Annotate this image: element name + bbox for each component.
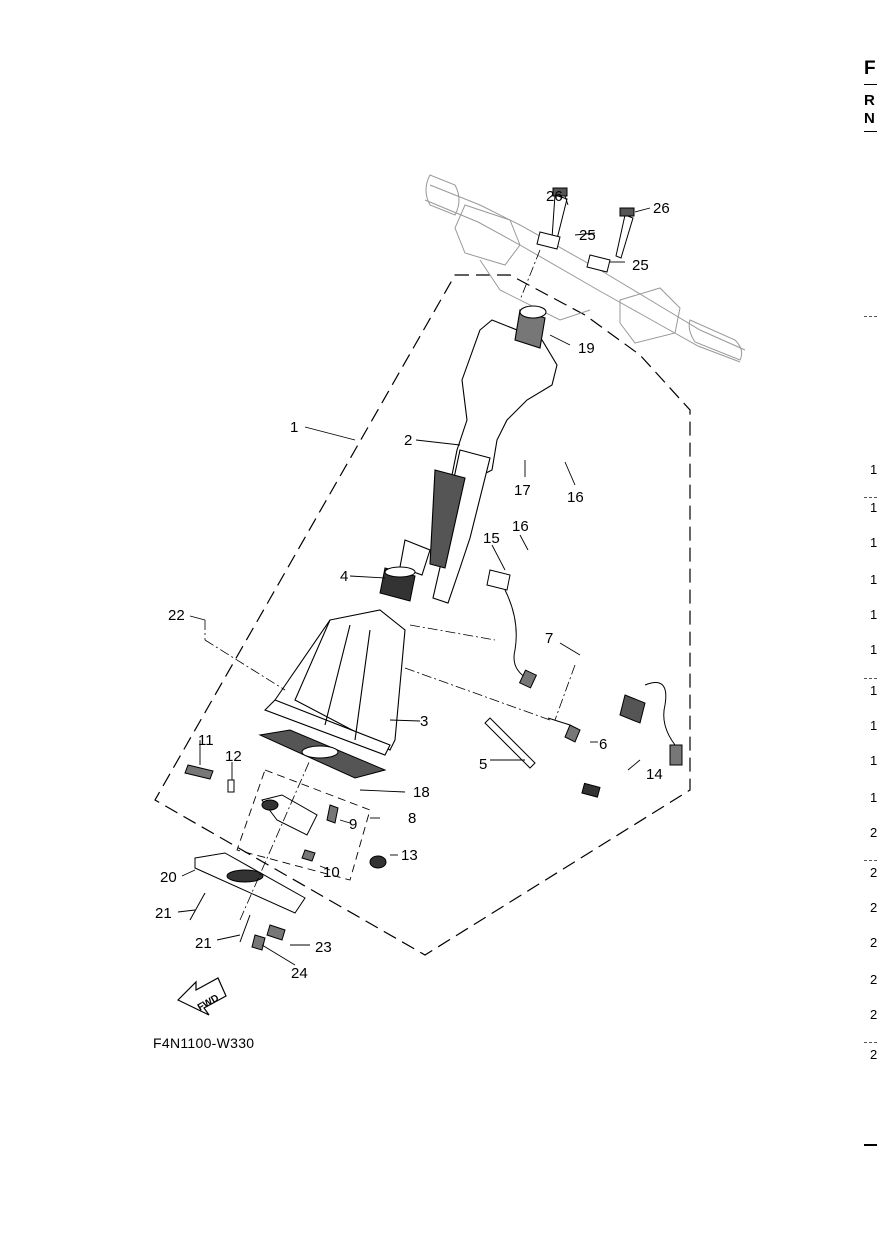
column-housing	[264, 609, 406, 756]
edge-row: 1	[870, 462, 877, 477]
edge-row: 2	[870, 900, 877, 915]
callout-10: 10	[323, 864, 340, 881]
edge-row: 1	[870, 753, 877, 768]
callout-7: 7	[545, 630, 553, 647]
callout-21-right: 21	[195, 935, 212, 952]
edge-row: 1	[870, 683, 877, 698]
callout-8: 8	[408, 810, 416, 827]
edge-row: 2	[870, 972, 877, 987]
callout-25-left: 25	[579, 227, 596, 244]
edge-row: 2	[870, 1047, 877, 1062]
wiring-harness	[484, 569, 683, 798]
edge-row: 2	[870, 865, 877, 880]
edge-row: 1	[870, 790, 877, 805]
edge-row: 1	[870, 535, 877, 550]
lever-bracket	[184, 764, 387, 869]
callout-6: 6	[599, 736, 607, 753]
bushing	[379, 566, 416, 602]
callout-24: 24	[291, 965, 308, 982]
gasket	[258, 729, 387, 779]
callout-1: 1	[290, 419, 298, 436]
callout-19: 19	[578, 340, 595, 357]
callout-23: 23	[315, 939, 332, 956]
edge-row: 1	[870, 607, 877, 622]
callout-21-left: 21	[155, 905, 172, 922]
edge-row: 1	[870, 718, 877, 733]
edge-header-n: N	[864, 110, 875, 127]
callout-18: 18	[413, 784, 430, 801]
callout-22: 22	[168, 607, 185, 624]
callout-4: 4	[340, 568, 348, 585]
edge-header-f: F	[864, 58, 876, 79]
edge-header-r: R	[864, 92, 875, 109]
callout-16-upper: 16	[512, 518, 529, 535]
handlebar	[424, 174, 746, 363]
callout-26-right: 26	[653, 200, 670, 217]
callout-20: 20	[160, 869, 177, 886]
base-plate	[189, 852, 306, 951]
callout-15: 15	[483, 530, 500, 547]
callout-labels: 1 2 3 4 5 6 7 8 9 10 11 12 13 14 15 16 1…	[155, 188, 670, 982]
callout-2: 2	[404, 432, 412, 449]
callout-17: 17	[514, 482, 531, 499]
callout-9: 9	[349, 816, 357, 833]
diagram-code: F4N1100-W330	[153, 1035, 255, 1051]
fwd-arrow-icon: FWD	[176, 977, 227, 1016]
clamp-bolts	[536, 187, 635, 273]
edge-row: 2	[870, 935, 877, 950]
edge-row: 1	[870, 572, 877, 587]
callout-12: 12	[225, 748, 242, 765]
edge-row: 1	[870, 500, 877, 515]
edge-row: 2	[870, 1007, 877, 1022]
edge-row: 2	[870, 825, 877, 840]
edge-row: 1	[870, 642, 877, 657]
callout-16-lower: 16	[567, 489, 584, 506]
callout-3: 3	[420, 713, 428, 730]
callout-25-right: 25	[632, 257, 649, 274]
assembly-boundary	[154, 274, 691, 956]
callout-13: 13	[401, 847, 418, 864]
leader-lines	[177, 195, 651, 966]
callout-14: 14	[646, 766, 663, 783]
callout-11: 11	[198, 732, 214, 749]
steering-column	[399, 319, 558, 604]
centerlines	[204, 249, 576, 921]
steering-cap	[514, 305, 547, 349]
subassembly-boundary	[236, 769, 371, 881]
callout-26-left: 26	[546, 188, 563, 205]
callout-5: 5	[479, 756, 487, 773]
